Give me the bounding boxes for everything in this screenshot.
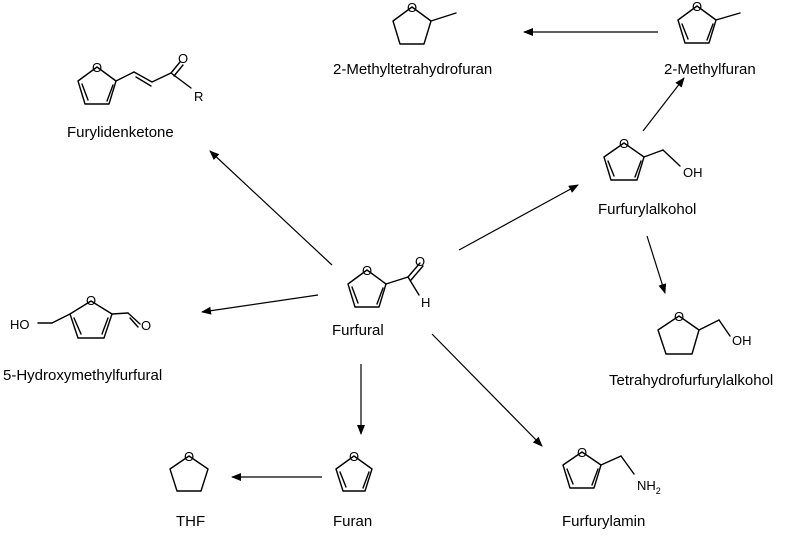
arrow-furfurylalkohol-to-thf-alcohol (646, 235, 667, 294)
methylfuran-structure (677, 5, 741, 44)
label-furfural: Furfural (332, 322, 384, 339)
thf-structure (169, 455, 209, 492)
label-methylthf: 2-Methyltetrahydrofuran (333, 61, 493, 78)
arrow-furfural-to-furfurylalkohol (458, 184, 579, 251)
furan-structure (335, 455, 373, 492)
furylidenketone-r-group: R (194, 89, 203, 104)
label-hmf: 5-Hydroxymethylfurfural (3, 367, 163, 384)
arrow-furfural-to-hmf (201, 294, 319, 315)
furylidenketone-carbonyl-oxygen: O (178, 51, 188, 66)
arrow-furfurylalkohol-to-methylfuran (642, 77, 685, 132)
furfurylamin-ring-oxygen: O (577, 445, 587, 460)
label-thf-alcohol: Tetrahydrofurfurylalkohol (609, 372, 774, 389)
hmf-aldehyde-oxygen: O (141, 318, 151, 333)
label-thf: THF (176, 513, 206, 530)
hmf-ring-oxygen: O (86, 293, 96, 308)
furylidenketone-structure (77, 61, 192, 105)
furfurylalkohol-structure (603, 142, 681, 181)
thf-alcohol-ring-oxygen: O (674, 309, 684, 324)
furfural-aldehyde-oxygen: O (415, 254, 425, 269)
furfural-ring-oxygen: O (362, 263, 372, 278)
furan-ring-oxygen: O (349, 449, 359, 464)
label-furylidenketone: Furylidenketone (67, 124, 174, 141)
label-furan: Furan (333, 513, 373, 530)
thf-alcohol-hydroxyl: OH (732, 333, 752, 348)
furylidenketone-ring-oxygen: O (92, 60, 102, 75)
furfural-structure (347, 262, 424, 308)
hmf-ho-group: HO (10, 317, 30, 332)
thf-alcohol-structure (657, 315, 731, 355)
furfurylalkohol-hydroxyl: OH (683, 165, 703, 180)
label-furfurylamin: Furfurylamin (562, 513, 646, 530)
label-furfurylalkohol: Furfurylalkohol (598, 201, 697, 218)
furfurylalkohol-ring-oxygen: O (619, 136, 629, 151)
reaction-arrows (201, 28, 685, 481)
arrow-furfural-to-furfurylamin (431, 333, 543, 447)
hmf-structure (37, 300, 141, 339)
methylfuran-ring-oxygen: O (692, 0, 702, 14)
furfurylamin-amine: NH2 (637, 478, 661, 496)
label-methylfuran: 2-Methylfuran (664, 61, 756, 78)
furfurylamin-structure (562, 451, 635, 489)
furfural-aldehyde-hydrogen: H (421, 295, 430, 310)
methylthf-structure (392, 6, 457, 45)
thf-ring-oxygen: O (184, 449, 194, 464)
arrow-furfural-to-furylidenketone (209, 150, 333, 266)
methylthf-ring-oxygen: O (407, 0, 417, 15)
